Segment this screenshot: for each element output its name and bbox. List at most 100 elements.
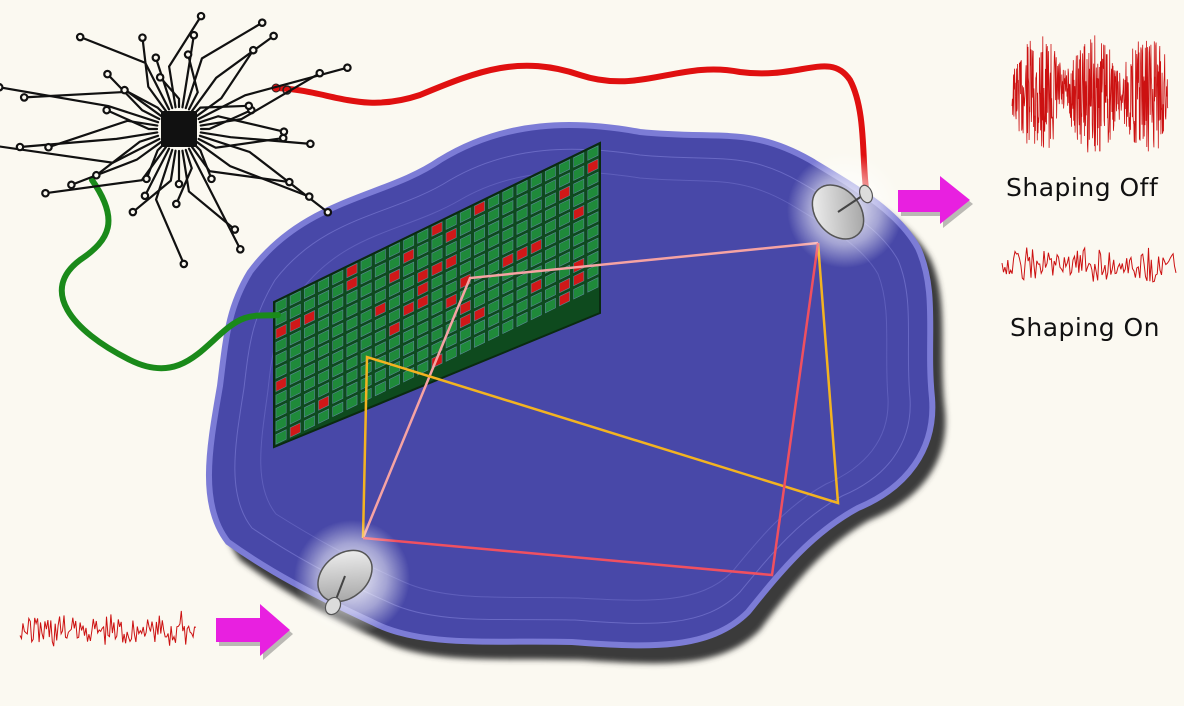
- metasurface-cell-off: [374, 249, 386, 265]
- circuit-node: [0, 83, 4, 92]
- metasurface-cell-off: [289, 409, 301, 425]
- metasurface-cell-off: [459, 207, 471, 223]
- metasurface-cell-off: [544, 284, 556, 301]
- metasurface-cell-on: [389, 268, 400, 284]
- metasurface-cell-off: [544, 166, 556, 182]
- circuit-trace: [44, 145, 168, 195]
- circuit-node: [172, 199, 181, 209]
- circuit-trace: [47, 119, 159, 149]
- metasurface-cell-off: [346, 368, 358, 384]
- metasurface-cell-off: [445, 306, 457, 323]
- metasurface-cell-off: [304, 389, 315, 405]
- metasurface-cell-off: [573, 231, 585, 247]
- metasurface-cell-off: [318, 355, 330, 372]
- metasurface-cell-off: [544, 271, 556, 287]
- metasurface-cell-off: [474, 253, 485, 269]
- metasurface-cell-off: [559, 172, 570, 188]
- metasurface-cell-off: [573, 178, 585, 195]
- metasurface-cell-off: [360, 335, 372, 351]
- metasurface-cell-off: [417, 254, 429, 271]
- metasurface-cell-off: [374, 314, 386, 331]
- metasurface-cell-off: [544, 192, 556, 208]
- metasurface-cell-off: [587, 237, 599, 254]
- metasurface-cell-off: [374, 275, 386, 291]
- microcontroller-chip: [161, 111, 197, 147]
- metasurface-cell-off: [488, 193, 500, 210]
- cavity-inner-contour: [260, 171, 889, 601]
- circuit-node: [174, 179, 184, 189]
- metasurface-cell-off: [318, 289, 330, 306]
- metasurface-cell-off: [304, 415, 315, 431]
- metasurface-cell-off: [346, 355, 358, 371]
- circuit-node: [248, 45, 258, 55]
- microcontroller-icon: [0, 11, 352, 269]
- metasurface-cell-off: [474, 332, 485, 348]
- circuit-node: [304, 192, 314, 201]
- signal-shaping-off: [1011, 35, 1169, 153]
- metasurface-cell-off: [516, 206, 528, 222]
- metasurface-cell-on: [559, 185, 570, 201]
- metasurface-cell-off: [573, 152, 585, 168]
- metasurface-cell-on: [417, 294, 429, 310]
- metasurface-cell-off: [488, 285, 500, 302]
- metasurface-cell-off: [332, 296, 344, 312]
- metasurface-cell-off: [332, 375, 344, 391]
- signal-input: [19, 610, 197, 647]
- metasurface-cell-off: [275, 416, 287, 432]
- circuit-trace: [143, 147, 171, 197]
- metasurface-cell-off: [445, 267, 457, 283]
- metasurface-cell-off: [431, 300, 443, 316]
- circuit-trace: [181, 34, 195, 109]
- metasurface-cell-on: [403, 248, 415, 264]
- metasurface-cell-off: [403, 314, 415, 330]
- metasurface-cell-on: [559, 277, 570, 294]
- metasurface-cell-on: [587, 158, 599, 174]
- circuit-trace: [197, 136, 285, 149]
- metasurface-cell-off: [403, 287, 415, 304]
- circuit-node: [269, 31, 278, 41]
- metasurface-cell-off: [374, 380, 386, 397]
- circuit-node: [343, 63, 352, 73]
- metasurface-cell-off: [360, 282, 372, 298]
- signal-shaping-on: [1001, 246, 1177, 283]
- metasurface-cell-off: [304, 402, 315, 418]
- metasurface-cell-off: [488, 246, 500, 262]
- metasurface-cell-off: [459, 339, 471, 355]
- metasurface-cell-off: [516, 285, 528, 301]
- metasurface-cell-off: [332, 282, 344, 299]
- metasurface-cell-off: [275, 336, 287, 353]
- metasurface-cell-off: [445, 346, 457, 362]
- arrow-right-icon: [216, 604, 293, 660]
- metasurface-cell-on: [403, 301, 415, 317]
- metasurface-cell-off: [502, 292, 514, 308]
- circuit-trace: [195, 49, 255, 118]
- metasurface-cell-off: [544, 245, 556, 261]
- circuit-node: [92, 170, 101, 180]
- metasurface-cell-on: [431, 260, 443, 277]
- signal-trace: [1001, 246, 1177, 283]
- metasurface-cell-off: [587, 250, 599, 267]
- metasurface-cell-off: [445, 280, 457, 296]
- metasurface-cell-off: [530, 225, 542, 242]
- circuit-node: [285, 177, 294, 187]
- output-cable: [273, 62, 869, 191]
- metasurface-cell-off: [488, 233, 500, 249]
- metasurface-cell-off: [516, 219, 528, 235]
- metasurface-cell-on: [530, 238, 542, 255]
- metasurface-cell-off: [474, 292, 485, 309]
- arrow-right-icon: [898, 176, 973, 228]
- metasurface-cell-off: [544, 179, 556, 195]
- metasurface-cell-off: [417, 228, 429, 244]
- ray-path-a: [361, 241, 819, 539]
- circuit-node: [142, 174, 151, 184]
- metasurface-cell-off: [587, 211, 599, 227]
- metasurface-cell-off: [403, 340, 415, 357]
- metasurface-cell-on: [474, 306, 485, 322]
- metasurface-cell-off: [374, 341, 386, 357]
- metasurface-cell-off: [289, 382, 301, 399]
- metasurface-cell-off: [275, 402, 287, 419]
- metasurface-cell-off: [389, 281, 400, 298]
- metasurface-cell-on: [318, 395, 330, 411]
- metasurface-cell-off: [488, 312, 500, 328]
